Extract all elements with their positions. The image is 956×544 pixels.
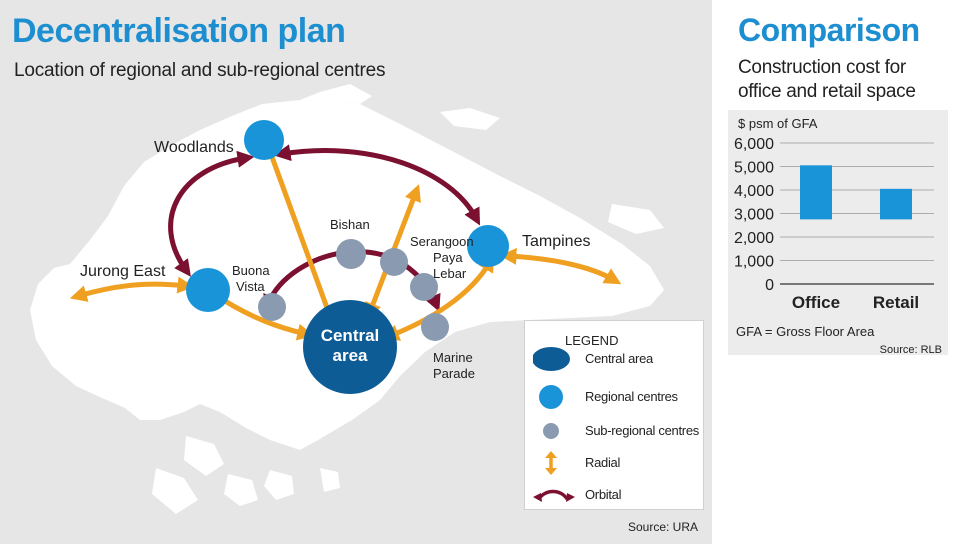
- legend-row-radial: Radial: [525, 451, 703, 475]
- legend-title: LEGEND: [565, 333, 619, 348]
- legend-orbital-icon: [533, 489, 575, 502]
- legend-box: LEGEND Central area Regional centres Sub…: [524, 320, 704, 510]
- chart-box: $ psm of GFA 6,000 5,000 4,000 3,000 2,000 1,…: [728, 110, 948, 356]
- chart-ytick-label: 2,000: [734, 230, 774, 247]
- comparison-subtitle-line1: Construction cost for: [738, 57, 906, 78]
- island-ubin: [608, 204, 664, 234]
- chart-category-label: Retail: [873, 293, 919, 312]
- legend-row-orbital: Orbital: [525, 483, 703, 507]
- marine-label: Marine: [433, 350, 473, 365]
- bishan-label: Bishan: [330, 217, 370, 232]
- buona-label: Buona: [232, 263, 270, 278]
- bishan-centre: [336, 239, 366, 269]
- parade-label: Parade: [433, 366, 475, 381]
- chart-bar-retail: [880, 188, 912, 220]
- vista-label: Vista: [236, 279, 265, 294]
- map-source: Source: URA: [627, 520, 698, 534]
- island-north-strip: [440, 108, 500, 130]
- chart-ytick-label: 5,000: [734, 160, 774, 177]
- island-southern-4: [264, 470, 294, 500]
- chart-source: Source: RLB: [879, 344, 942, 356]
- bar-chart: $ psm of GFA 6,000 5,000 4,000 3,000 2,000 1,…: [734, 116, 934, 312]
- lebar-label: Lebar: [433, 266, 467, 281]
- legend-central-icon: [533, 347, 570, 371]
- chart-ytick-label: 4,000: [734, 183, 774, 200]
- comparison-subtitle-line2: office and retail space: [738, 81, 916, 102]
- chart-note: GFA = Gross Floor Area: [736, 324, 875, 339]
- island-southern-3: [224, 474, 258, 506]
- paya-label: Paya: [433, 250, 463, 265]
- woodlands-centre: [244, 120, 284, 160]
- radial-tampines-east: [499, 247, 622, 285]
- map-panel: Central area Woodlands Jurong East Buona…: [0, 0, 712, 544]
- legend-label-regional: Regional centres: [585, 389, 678, 404]
- legend-row-central: Central area: [525, 347, 703, 371]
- central-area-label-2: area: [333, 346, 369, 365]
- legend-regional-icon: [539, 385, 563, 409]
- legend-label-orbital: Orbital: [585, 487, 622, 502]
- legend-label-radial: Radial: [585, 455, 621, 470]
- radial-central-tampines: [382, 254, 495, 341]
- jurong-east-centre: [186, 268, 230, 312]
- chart-ytick-label: 1,000: [734, 254, 774, 271]
- island-southern-2: [152, 468, 198, 514]
- tampines-label: Tampines: [522, 233, 590, 250]
- radial-west-jurong: [69, 276, 195, 302]
- comparison-title: Comparison: [738, 12, 920, 48]
- chart-ytick-label: 6,000: [734, 136, 774, 153]
- serangoon-label: Serangoon: [410, 234, 474, 249]
- chart-category-label: Office: [792, 293, 840, 312]
- jurong-east-label: Jurong East: [80, 263, 166, 280]
- chart-bar-office: [800, 165, 832, 220]
- legend-subregional-icon: [543, 423, 559, 439]
- orbital-jurong-woodlands: [168, 150, 255, 277]
- map-graphic: Central area Woodlands Jurong East Buona…: [30, 84, 664, 514]
- marine-parade-centre: [421, 313, 449, 341]
- buona-vista-centre: [258, 293, 286, 321]
- central-area-centre: [303, 300, 397, 394]
- map-subtitle: Location of regional and sub-regional ce…: [14, 60, 386, 81]
- map-title: Decentralisation plan: [12, 12, 346, 50]
- chart-ylabel: $ psm of GFA: [738, 116, 818, 131]
- comparison-panel: Comparison Construction cost for office …: [728, 2, 950, 362]
- radial-woodlands-central: [262, 138, 336, 324]
- island-southern-5: [320, 468, 340, 492]
- legend-label-central: Central area: [585, 351, 653, 366]
- tampines-centre: [467, 225, 509, 267]
- island-pulau: [300, 84, 372, 104]
- woodlands-label: Woodlands: [154, 139, 234, 156]
- chart-ytick-label: 3,000: [734, 207, 774, 224]
- legend-label-subregional: Sub-regional centres: [585, 423, 699, 438]
- central-area-label-1: Central: [321, 326, 380, 345]
- chart-ytick-label: 0: [765, 277, 774, 294]
- legend-row-regional: Regional centres: [525, 385, 703, 409]
- comparison-subtitle: Construction cost for office and retail …: [738, 56, 916, 104]
- legend-row-subregional: Sub-regional centres: [525, 419, 703, 443]
- island-southern-1: [184, 436, 224, 476]
- paya-lebar-centre: [410, 273, 438, 301]
- legend-radial-icon: [545, 451, 557, 475]
- serangoon-centre: [380, 248, 408, 276]
